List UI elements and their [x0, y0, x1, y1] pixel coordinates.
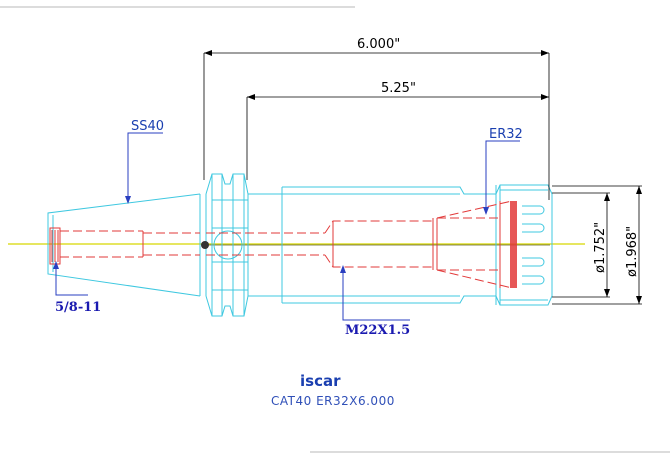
gauge-point	[201, 241, 209, 249]
inner-thread-callout: M22X1.5	[345, 323, 410, 338]
collet-callout: ER32	[489, 127, 523, 142]
overall-length-label: 6.000"	[357, 37, 400, 52]
part-number: CAT40 ER32X6.000	[271, 394, 395, 408]
diameter-small-label: ø1.752"	[593, 222, 608, 273]
overall-length-dimension	[203, 50, 550, 200]
frame-lines	[0, 6, 670, 453]
retention-thread-leader	[53, 261, 88, 296]
shank-callout: SS40	[131, 119, 164, 134]
diameter-large-label: ø1.968"	[625, 226, 640, 277]
collet-leader	[483, 140, 520, 215]
diameter-large-dimension	[552, 185, 642, 305]
tool-holder-outline	[47, 173, 553, 317]
gauge-length-label: 5.25"	[381, 81, 416, 96]
gauge-length-dimension	[246, 94, 549, 180]
brand-logo: iscar	[300, 372, 341, 390]
diameter-small-dimension	[552, 192, 610, 298]
inner-thread-leader	[340, 265, 410, 321]
internal-bore	[49, 200, 517, 289]
retention-thread-callout: 5/8-11	[55, 300, 101, 315]
shank-leader	[125, 132, 163, 204]
